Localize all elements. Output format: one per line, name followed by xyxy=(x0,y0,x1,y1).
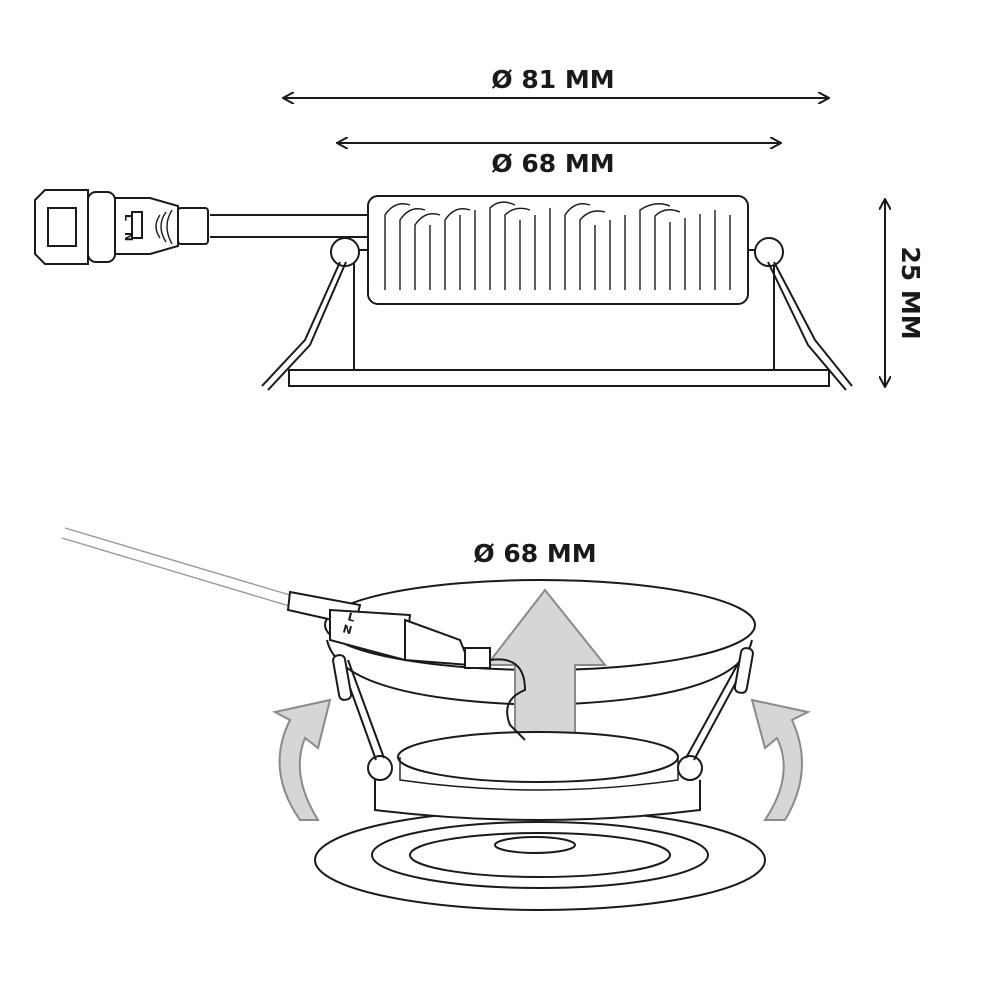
neutral-label: N xyxy=(122,232,135,241)
spring-arm-right xyxy=(767,261,853,391)
lens-ring xyxy=(409,832,671,878)
live-label: L xyxy=(122,214,135,221)
insert-up-arrow xyxy=(484,588,608,741)
neutral-label: N xyxy=(341,622,353,637)
perspective-view: Ø 68 MM L N xyxy=(61,527,811,911)
cutout-diameter-label: Ø 68 MM xyxy=(473,539,596,568)
cable-external xyxy=(61,527,301,609)
heatsink xyxy=(397,731,679,783)
connector: L N xyxy=(34,189,209,265)
spring-clip-left xyxy=(332,654,353,701)
side-view: Ø 81 MM Ø 68 MM 25 MM L N xyxy=(34,65,925,391)
heatsink xyxy=(367,195,749,305)
live-label: L xyxy=(346,610,356,624)
spring-arm-left xyxy=(261,261,347,391)
spring-right xyxy=(677,755,703,781)
spring-left xyxy=(367,755,393,781)
body xyxy=(374,780,701,821)
cable-internal xyxy=(489,658,527,741)
spring-clip-right xyxy=(733,647,754,694)
rotate-left-arrow xyxy=(272,698,332,821)
connector: L N xyxy=(286,590,491,669)
flange xyxy=(288,369,830,387)
height-label: 25 MM xyxy=(896,246,925,339)
outer-diameter-label: Ø 81 MM xyxy=(491,65,614,94)
rotate-right-arrow xyxy=(750,698,811,821)
cable xyxy=(210,214,368,238)
heatsink-fins xyxy=(384,201,731,290)
inner-diameter-label: Ø 68 MM xyxy=(491,149,614,178)
led xyxy=(494,836,576,854)
heatsink-fins xyxy=(399,757,679,791)
